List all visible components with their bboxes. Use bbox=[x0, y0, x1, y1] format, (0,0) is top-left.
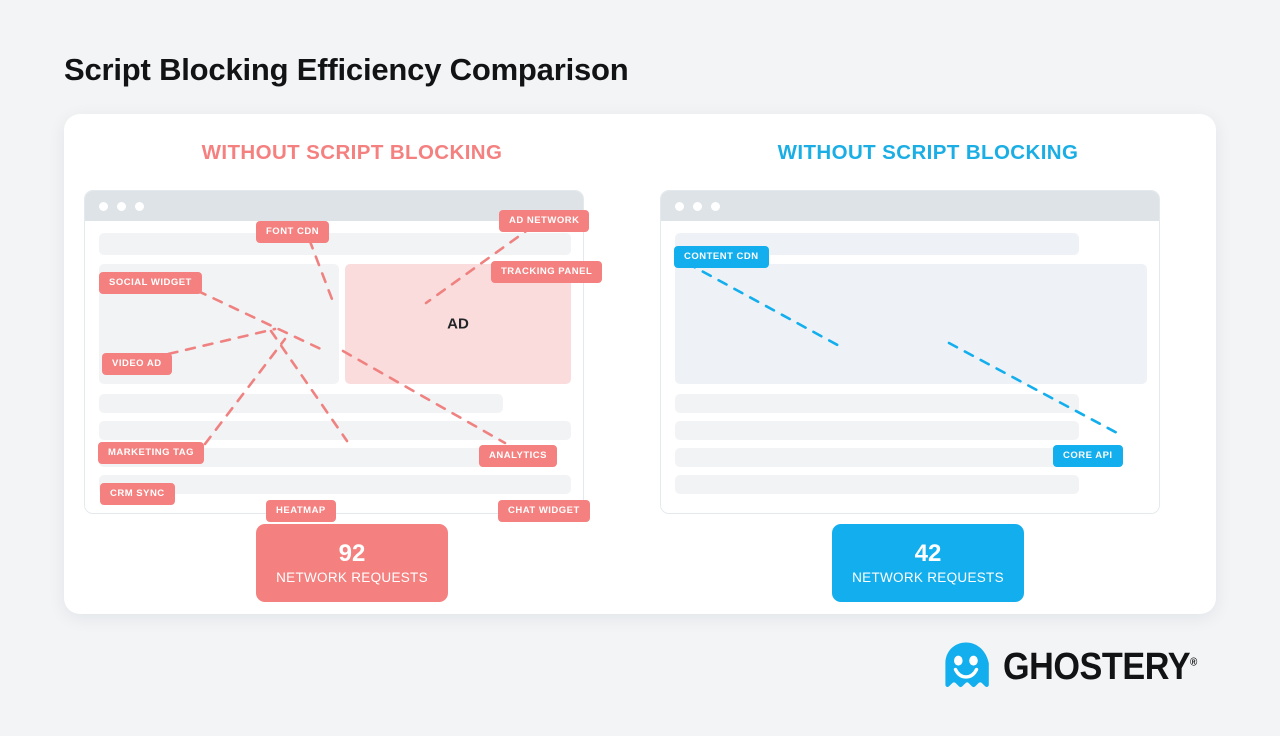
window-dot-minimize-icon bbox=[117, 202, 126, 211]
skeleton-row-1 bbox=[675, 394, 1079, 413]
ad-placeholder-label: AD bbox=[447, 315, 469, 333]
skeleton-topbar bbox=[99, 233, 571, 255]
panel-without-script-blocking-right: WITHOUT SCRIPT BLOCKING bbox=[640, 114, 1216, 614]
brand-registered-mark: ® bbox=[1189, 655, 1197, 668]
browser-mockup-right: CONTENT CDN CORE API bbox=[660, 190, 1160, 514]
panel-heading-right: WITHOUT SCRIPT BLOCKING bbox=[777, 141, 1079, 164]
tracker-chip-chat-widget[interactable]: CHAT WIDGET bbox=[498, 500, 590, 522]
brand-wordmark: GHOSTERY® bbox=[1003, 646, 1197, 689]
tracker-chip-core-api[interactable]: CORE API bbox=[1053, 445, 1123, 467]
stat-box-right: 42 NETWORK REQUESTS bbox=[832, 524, 1024, 602]
stat-label-right: NETWORK REQUESTS bbox=[852, 569, 1004, 585]
ghostery-ghost-icon bbox=[944, 642, 989, 688]
stat-label-left: NETWORK REQUESTS bbox=[276, 569, 428, 585]
tracker-chip-content-cdn[interactable]: CONTENT CDN bbox=[674, 246, 769, 268]
skeleton-row-3 bbox=[675, 448, 1079, 467]
brand-name: GHOSTERY bbox=[1002, 645, 1191, 688]
skeleton-topbar bbox=[675, 233, 1079, 255]
skeleton-row-1 bbox=[99, 394, 503, 413]
window-dot-close-icon bbox=[99, 202, 108, 211]
tracker-chip-font-cdn[interactable]: FONT CDN bbox=[256, 221, 330, 243]
window-dot-close-icon bbox=[675, 202, 684, 211]
skeleton-row-4 bbox=[99, 475, 571, 494]
browser-titlebar-right bbox=[661, 191, 1159, 221]
tracker-chip-social-widget[interactable]: SOCIAL WIDGET bbox=[99, 272, 202, 294]
tracker-chip-marketing-tag[interactable]: MARKETING TAG bbox=[98, 442, 205, 464]
window-dot-maximize-icon bbox=[711, 202, 720, 211]
panel-without-script-blocking-left: WITHOUT SCRIPT BLOCKING bbox=[64, 114, 640, 614]
page-title: Script Blocking Efficiency Comparison bbox=[64, 52, 629, 87]
window-dot-maximize-icon bbox=[135, 202, 144, 211]
tracker-chip-crm-sync[interactable]: CRM SYNC bbox=[100, 483, 175, 505]
tracker-chip-heatmap[interactable]: HEATMAP bbox=[266, 500, 336, 522]
stat-value-right: 42 bbox=[914, 540, 942, 568]
skeleton-content-block bbox=[675, 264, 1147, 384]
stat-box-left: 92 NETWORK REQUESTS bbox=[256, 524, 448, 602]
brand-lockup: GHOSTERY® bbox=[939, 641, 1218, 693]
panel-heading-left: WITHOUT SCRIPT BLOCKING bbox=[201, 141, 503, 164]
stat-value-left: 92 bbox=[338, 540, 366, 568]
skeleton-row-4 bbox=[675, 475, 1079, 494]
tracker-chip-ad-network[interactable]: AD NETWORK bbox=[499, 210, 590, 232]
skeleton-row-2 bbox=[675, 421, 1079, 440]
tracker-chip-video-ad[interactable]: VIDEO AD bbox=[102, 353, 172, 375]
tracker-chip-analytics[interactable]: ANALYTICS bbox=[479, 445, 557, 467]
tracker-chip-tracking-panel[interactable]: TRACKING PANEL bbox=[491, 261, 603, 283]
skeleton-row-2 bbox=[99, 421, 571, 440]
comparison-card: WITHOUT SCRIPT BLOCKING bbox=[64, 114, 1216, 614]
browser-mockup-left: AD bbox=[84, 190, 603, 522]
window-dot-minimize-icon bbox=[693, 202, 702, 211]
